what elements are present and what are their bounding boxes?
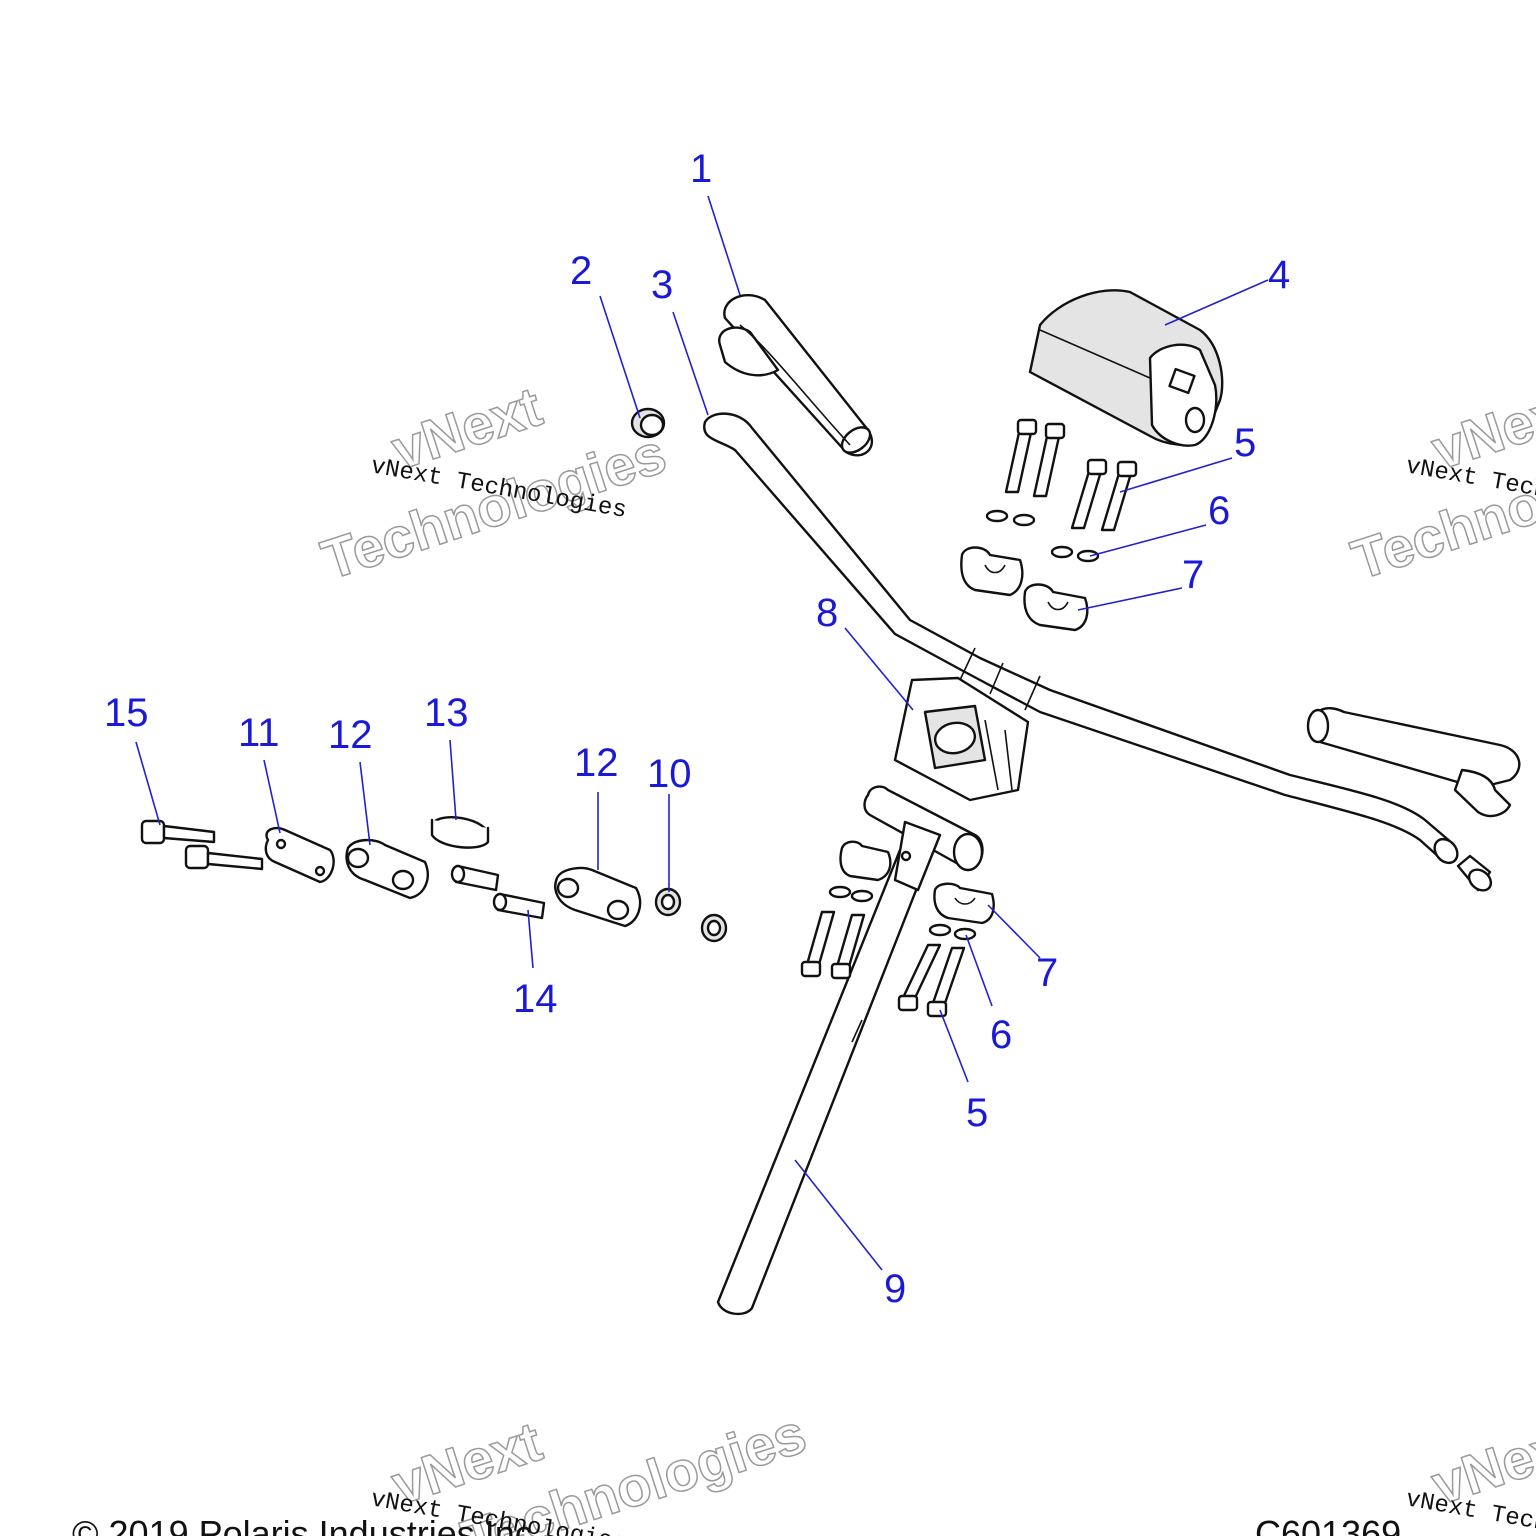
part-clamps-lower [839, 840, 995, 925]
part-bracket-12b [554, 866, 642, 928]
part-sleeves-14 [450, 864, 546, 920]
part-handlebar-pad [1028, 289, 1224, 447]
part-bar-end-plug [630, 407, 666, 439]
callout-1: 1 [690, 147, 712, 191]
callout-10: 10 [647, 752, 692, 796]
part-bushing-13 [430, 816, 490, 849]
part-washers-lower [828, 885, 977, 941]
part-bolts-lower [800, 910, 966, 1018]
callout-labels: 1 2 3 4 5 6 7 8 15 11 12 13 12 10 14 7 6… [104, 147, 1290, 1311]
copyright-text: © 2019 Polaris Industries Inc. [72, 1513, 543, 1536]
part-grip-left [718, 294, 874, 457]
part-bar-end-cap [1456, 854, 1493, 892]
part-handlebar [703, 412, 1459, 865]
callout-4: 4 [1268, 253, 1290, 297]
diagram-code: C601369 [1255, 1513, 1401, 1536]
callout-12-left: 12 [328, 713, 373, 757]
part-clamps-upper [960, 546, 1089, 632]
callout-5-lower: 5 [966, 1091, 988, 1135]
callout-8: 8 [816, 591, 838, 635]
part-bracket-12a [345, 838, 429, 900]
callout-13: 13 [424, 691, 469, 735]
part-grip-right [1306, 707, 1521, 818]
callout-9: 9 [884, 1267, 906, 1311]
callout-14: 14 [513, 977, 558, 1021]
callout-2: 2 [570, 249, 592, 293]
callout-6-upper: 6 [1208, 489, 1230, 533]
part-bolt-15 [140, 819, 264, 871]
callout-11: 11 [238, 711, 280, 755]
callout-15: 15 [104, 691, 149, 735]
part-steering-post [716, 785, 984, 1316]
callout-6-lower: 6 [990, 1013, 1012, 1057]
callout-7-lower: 7 [1036, 951, 1058, 995]
part-nuts-10 [654, 887, 728, 943]
callout-12-right: 12 [574, 741, 619, 785]
watermark-group-top-right: Technologies vNext vNext Technologies [1343, 374, 1536, 593]
part-washers-upper [985, 509, 1100, 563]
callout-5-upper: 5 [1234, 421, 1256, 465]
watermark-group-bottom-right: vNext vNext Technologies [1404, 1409, 1536, 1536]
part-clamp-block [893, 676, 1030, 802]
part-bolts-upper [1004, 418, 1138, 532]
callout-7-upper: 7 [1182, 553, 1204, 597]
part-plate-11 [264, 826, 335, 884]
callout-3: 3 [651, 263, 673, 307]
leader-lines [135, 195, 1269, 1271]
watermark-group-top-left: Technologies vNext vNext Technologies [313, 374, 673, 593]
